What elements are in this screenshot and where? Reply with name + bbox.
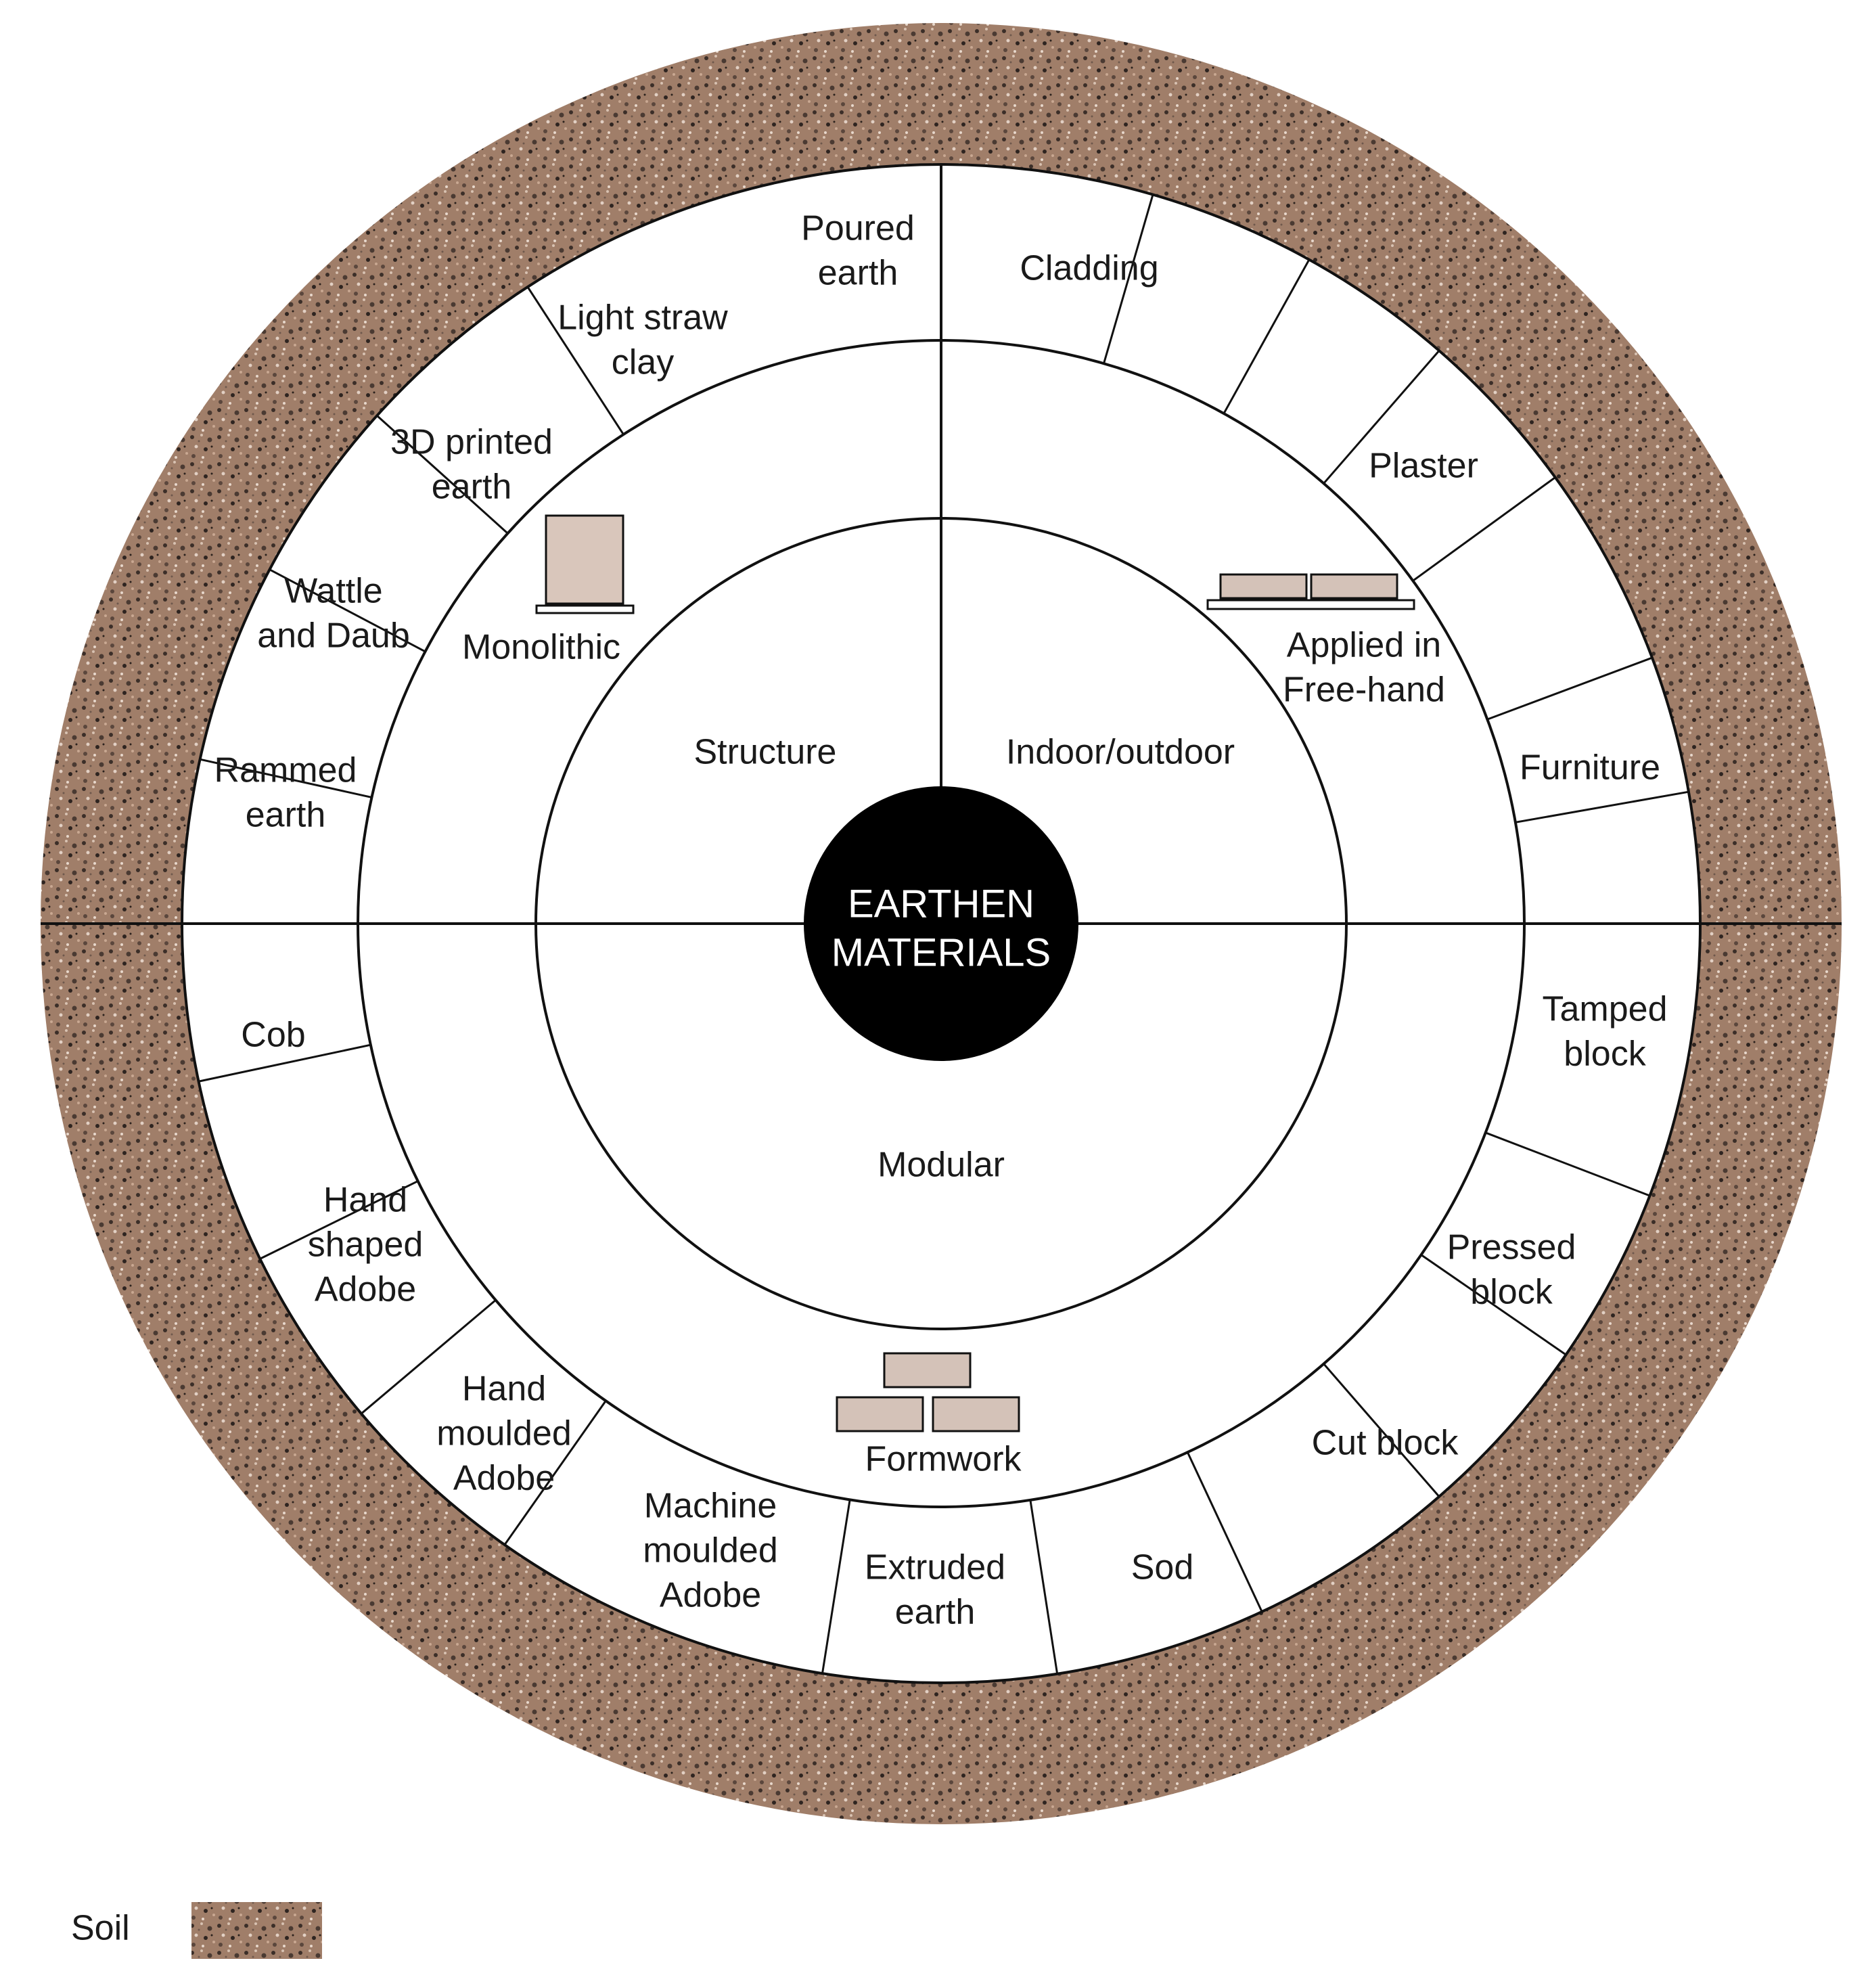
label-light-straw: Light straw clay [557, 298, 728, 382]
label-furniture-line1: Furniture [1520, 748, 1660, 788]
label-freehand-line1: Applied in [1287, 626, 1441, 665]
outer-divider-10 [198, 1043, 371, 1083]
label-hand-shaped-adobe-line1: Hand [323, 1181, 407, 1220]
outer-ring-dividers [198, 194, 1689, 1675]
formwork-icon [836, 1352, 1020, 1432]
outer-divider-0 [1515, 790, 1689, 823]
label-monolithic-line1: Monolithic [462, 628, 620, 667]
label-hand-moulded-adobe-line2: moulded [436, 1414, 571, 1453]
label-cladding: Cladding [1020, 249, 1158, 288]
outer-divider-8 [269, 568, 426, 653]
freehand-icon [1206, 573, 1415, 610]
label-freehand-line2: Free-hand [1283, 671, 1445, 710]
outer-divider-14 [821, 1499, 851, 1674]
outer-divider-11 [259, 1180, 419, 1260]
monolithic-icon [535, 514, 635, 614]
label-extruded-earth-line1: Extruded [865, 1548, 1005, 1587]
label-extruded-earth-line2: earth [895, 1593, 976, 1632]
label-tamped-block-line1: Tamped [1543, 990, 1668, 1029]
outer-divider-18 [1420, 1254, 1567, 1356]
label-cut-block: Cut block [1312, 1424, 1459, 1463]
label-pressed-block-line1: Pressed [1447, 1228, 1576, 1267]
outer-divider-16 [1186, 1451, 1263, 1612]
outer-divider-1 [1486, 656, 1653, 721]
label-hand-moulded-adobe-line3: Adobe [453, 1459, 555, 1498]
outer-divider-6 [526, 286, 624, 435]
outer-divider-13 [503, 1400, 607, 1545]
label-hand-moulded-adobe-line1: Hand [462, 1370, 546, 1409]
label-3d-printed: 3D printed earth [390, 423, 553, 507]
label-formwork: Formwork [865, 1440, 1022, 1479]
label-rammed-earth-line1: Rammed [214, 751, 357, 790]
legend-soil-swatch [191, 1902, 322, 1959]
outer-divider-3 [1323, 350, 1440, 484]
outer-divider-12 [361, 1299, 497, 1415]
label-monolithic: Monolithic [462, 628, 620, 667]
outer-divider-15 [1029, 1499, 1059, 1675]
label-3d-printed-line1: 3D printed [390, 423, 553, 462]
label-cob: Cob [241, 1016, 305, 1055]
outer-divider-19 [1485, 1131, 1651, 1197]
label-plaster-line1: Plaster [1369, 447, 1478, 486]
label-cob-line1: Cob [241, 1016, 305, 1055]
legend-soil-label: Soil [71, 1909, 130, 1948]
label-machine-adobe-line2: moulded [643, 1531, 777, 1571]
label-light-straw-line2: clay [612, 343, 674, 382]
label-tamped-block-line2: block [1564, 1035, 1646, 1074]
label-hand-shaped-adobe-line3: Adobe [315, 1270, 416, 1309]
label-extruded-earth: Extruded earth [865, 1548, 1005, 1632]
label-wattle-daub-line2: and Daub [257, 616, 410, 656]
label-cut-block-line1: Cut block [1312, 1424, 1459, 1463]
center-circle [804, 786, 1078, 1061]
outer-divider-4 [1223, 258, 1311, 414]
label-machine-adobe-line3: Adobe [660, 1576, 761, 1615]
label-poured-earth-line1: Poured [801, 209, 915, 248]
label-cladding-line1: Cladding [1020, 249, 1158, 288]
label-rammed-earth-line2: earth [246, 796, 326, 835]
label-machine-adobe-line1: Machine [644, 1487, 777, 1526]
label-wattle-daub: Wattle and Daub [257, 572, 410, 656]
label-formwork-line1: Formwork [865, 1440, 1022, 1479]
outer-divider-7 [376, 415, 509, 535]
outer-divider-2 [1412, 476, 1556, 582]
category-structure: Structure [694, 733, 837, 772]
label-plaster: Plaster [1369, 447, 1478, 486]
label-rammed-earth: Rammed earth [214, 751, 357, 835]
label-3d-printed-line2: earth [432, 468, 512, 507]
label-furniture: Furniture [1520, 748, 1660, 788]
label-poured-earth: Poured earth [801, 209, 915, 293]
label-sod: Sod [1131, 1548, 1194, 1587]
center-title-line2: MATERIALS [832, 930, 1051, 974]
category-indoor-outdoor: Indoor/outdoor [1006, 733, 1235, 772]
category-modular: Modular [878, 1146, 1005, 1185]
label-light-straw-line1: Light straw [557, 298, 728, 338]
label-pressed-block: Pressed block [1447, 1228, 1576, 1312]
outer-divider-5 [1103, 194, 1154, 364]
center-title-line1: EARTHEN [848, 882, 1034, 926]
label-poured-earth-line2: earth [818, 254, 898, 293]
label-freehand: Applied in Free-hand [1283, 626, 1445, 710]
outer-divider-17 [1323, 1363, 1440, 1497]
label-wattle-daub-line1: Wattle [284, 572, 382, 611]
label-tamped-block: Tamped block [1543, 990, 1668, 1074]
label-hand-shaped-adobe-line2: shaped [308, 1225, 424, 1265]
label-pressed-block-line2: block [1470, 1273, 1553, 1312]
outer-divider-9 [200, 758, 372, 798]
label-sod-line1: Sod [1131, 1548, 1194, 1587]
